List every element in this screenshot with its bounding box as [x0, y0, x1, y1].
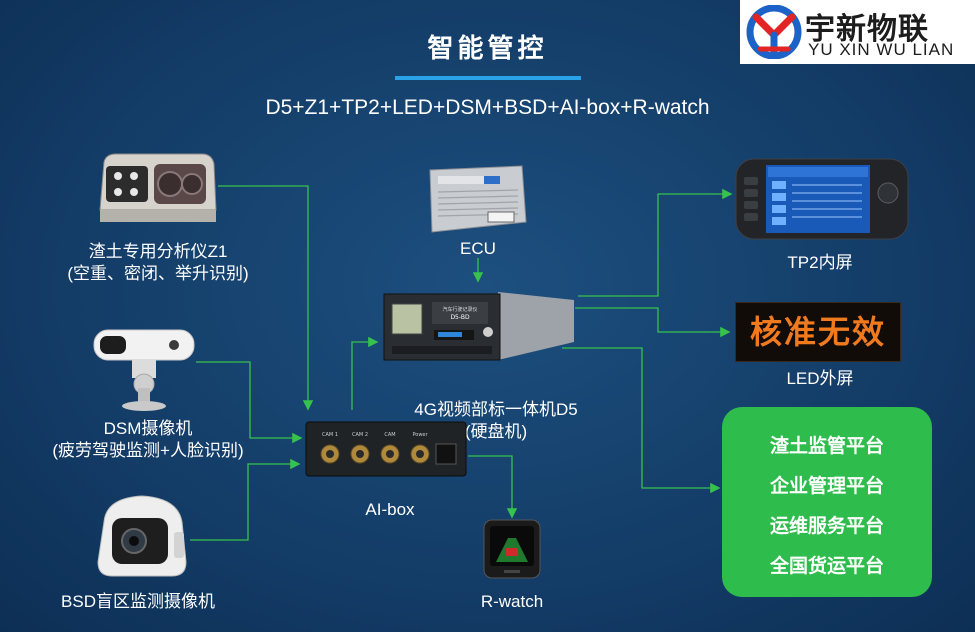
tp2-label-line1: TP2内屏	[787, 253, 853, 272]
d5-model-text: D5-BD	[450, 314, 470, 321]
ecu-device	[429, 165, 527, 233]
z1-label-line2: (空重、密闭、举升识别)	[67, 264, 249, 283]
aibox-label: AI-box	[350, 499, 430, 521]
d5-recorder-device: 汽车行驶记录仪 D5-BD	[383, 292, 574, 361]
logo-chinese-text: 宇新物联	[805, 12, 929, 47]
line-aibox-d5	[351, 336, 379, 410]
led-screen-device: 核准无效	[735, 302, 901, 362]
line-aibox-rwatch	[468, 455, 518, 519]
platform-item: 全国货运平台	[769, 555, 884, 577]
rwatch-label: R-watch	[462, 591, 562, 613]
line-bsd-aibox	[190, 458, 301, 541]
bsd-label: BSD盲区监测摄像机	[28, 591, 248, 613]
line-d5-platforms	[562, 347, 721, 494]
platform-item: 渣土监管平台	[769, 435, 884, 457]
logo-english-text: YU XIN WU LIAN	[808, 40, 955, 59]
d5-label: 4G视频部标一体机D5 (硬盘机)	[396, 399, 596, 443]
aibox-port-label: CAM 1	[322, 432, 338, 438]
d5-panel-text: 汽车行驶记录仪	[442, 306, 477, 313]
aibox-label-line1: AI-box	[365, 500, 415, 519]
aibox-port-label: Power	[412, 432, 428, 438]
platform-list: 渣土监管平台 企业管理平台 运维服务平台 全国货运平台	[722, 407, 932, 597]
line-d5-led	[575, 307, 731, 338]
d5-label-line2: (硬盘机)	[464, 422, 528, 441]
ecu-label-line1: ECU	[460, 239, 496, 258]
tp2-screen-device	[735, 158, 909, 240]
line-dsm-aibox	[196, 361, 303, 444]
platform-item: 企业管理平台	[769, 475, 884, 497]
aibox-device: CAM 1 CAM 2 CAM Power	[304, 418, 468, 478]
led-label: LED外屏	[760, 368, 880, 390]
page-title: 智能管控	[427, 34, 548, 64]
dsm-label-line1: DSM摄像机	[103, 419, 193, 438]
line-d5-tp2	[578, 188, 733, 297]
brand-logo: 宇新物联 YU XIN WU LIAN	[740, 0, 975, 64]
led-display-text: 核准无效	[749, 313, 886, 351]
dsm-label-line2: (疲劳驾驶监测+人脸识别)	[52, 441, 244, 460]
aibox-port-label: CAM	[384, 432, 395, 438]
logo-mark-icon	[746, 5, 802, 59]
rwatch-label-line1: R-watch	[480, 592, 544, 611]
z1-label-line1: 渣土专用分析仪Z1	[88, 242, 228, 261]
bsd-label-line1: BSD盲区监测摄像机	[61, 592, 215, 611]
title-underline	[395, 76, 581, 80]
tp2-label: TP2内屏	[760, 252, 880, 274]
rwatch-device	[483, 519, 541, 579]
z1-analyzer-device	[99, 153, 217, 222]
bsd-camera-device	[97, 495, 187, 577]
line-z1-aibox	[218, 185, 314, 411]
dsm-label: DSM摄像机 (疲劳驾驶监测+人脸识别)	[28, 418, 268, 462]
product-formula: D5+Z1+TP2+LED+DSM+BSD+AI-box+R-watch	[265, 96, 710, 119]
aibox-port-label: CAM 2	[352, 432, 368, 438]
platform-item: 运维服务平台	[769, 515, 884, 537]
z1-label: 渣土专用分析仪Z1 (空重、密闭、举升识别)	[48, 241, 268, 285]
ecu-label: ECU	[448, 238, 508, 260]
dsm-camera-device	[93, 329, 195, 411]
led-label-line1: LED外屏	[786, 369, 854, 388]
d5-label-line1: 4G视频部标一体机D5	[414, 400, 578, 419]
